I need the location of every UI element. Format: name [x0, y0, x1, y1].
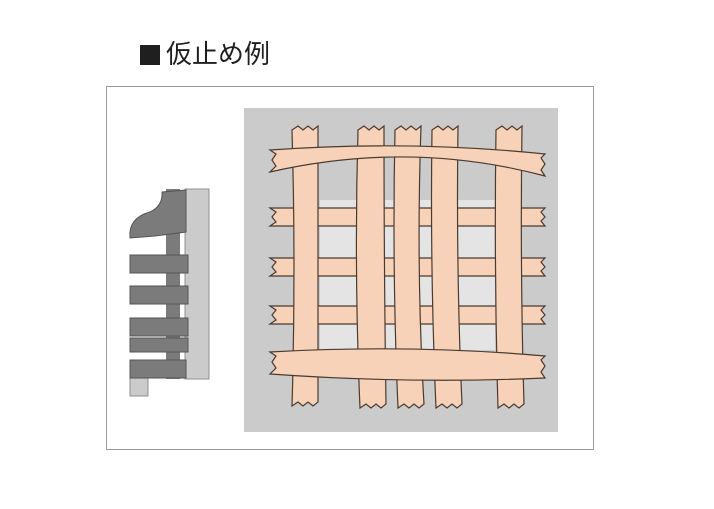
side-bottom-cap: [129, 359, 187, 379]
vertical-strips: [291, 124, 525, 410]
v-strip-2: [355, 124, 387, 410]
side-tape-5: [168, 238, 178, 248]
tape-grid-icon: [244, 108, 558, 432]
horizontal-strips-front: [268, 145, 547, 381]
side-tape-4: [129, 337, 189, 353]
v-strip-3: [393, 124, 425, 410]
side-profile-icon: [129, 188, 210, 397]
side-tape-3: [129, 317, 189, 337]
title-square-icon: [140, 45, 160, 65]
side-board: [184, 188, 210, 380]
page-title: 仮止め例: [140, 42, 270, 68]
side-tape-2: [129, 285, 189, 305]
side-top-cap: [129, 189, 187, 239]
title-text: 仮止め例: [166, 40, 271, 70]
h-strip-1: [268, 145, 547, 177]
h-strip-5: [268, 348, 547, 381]
side-tape-1: [129, 254, 189, 274]
